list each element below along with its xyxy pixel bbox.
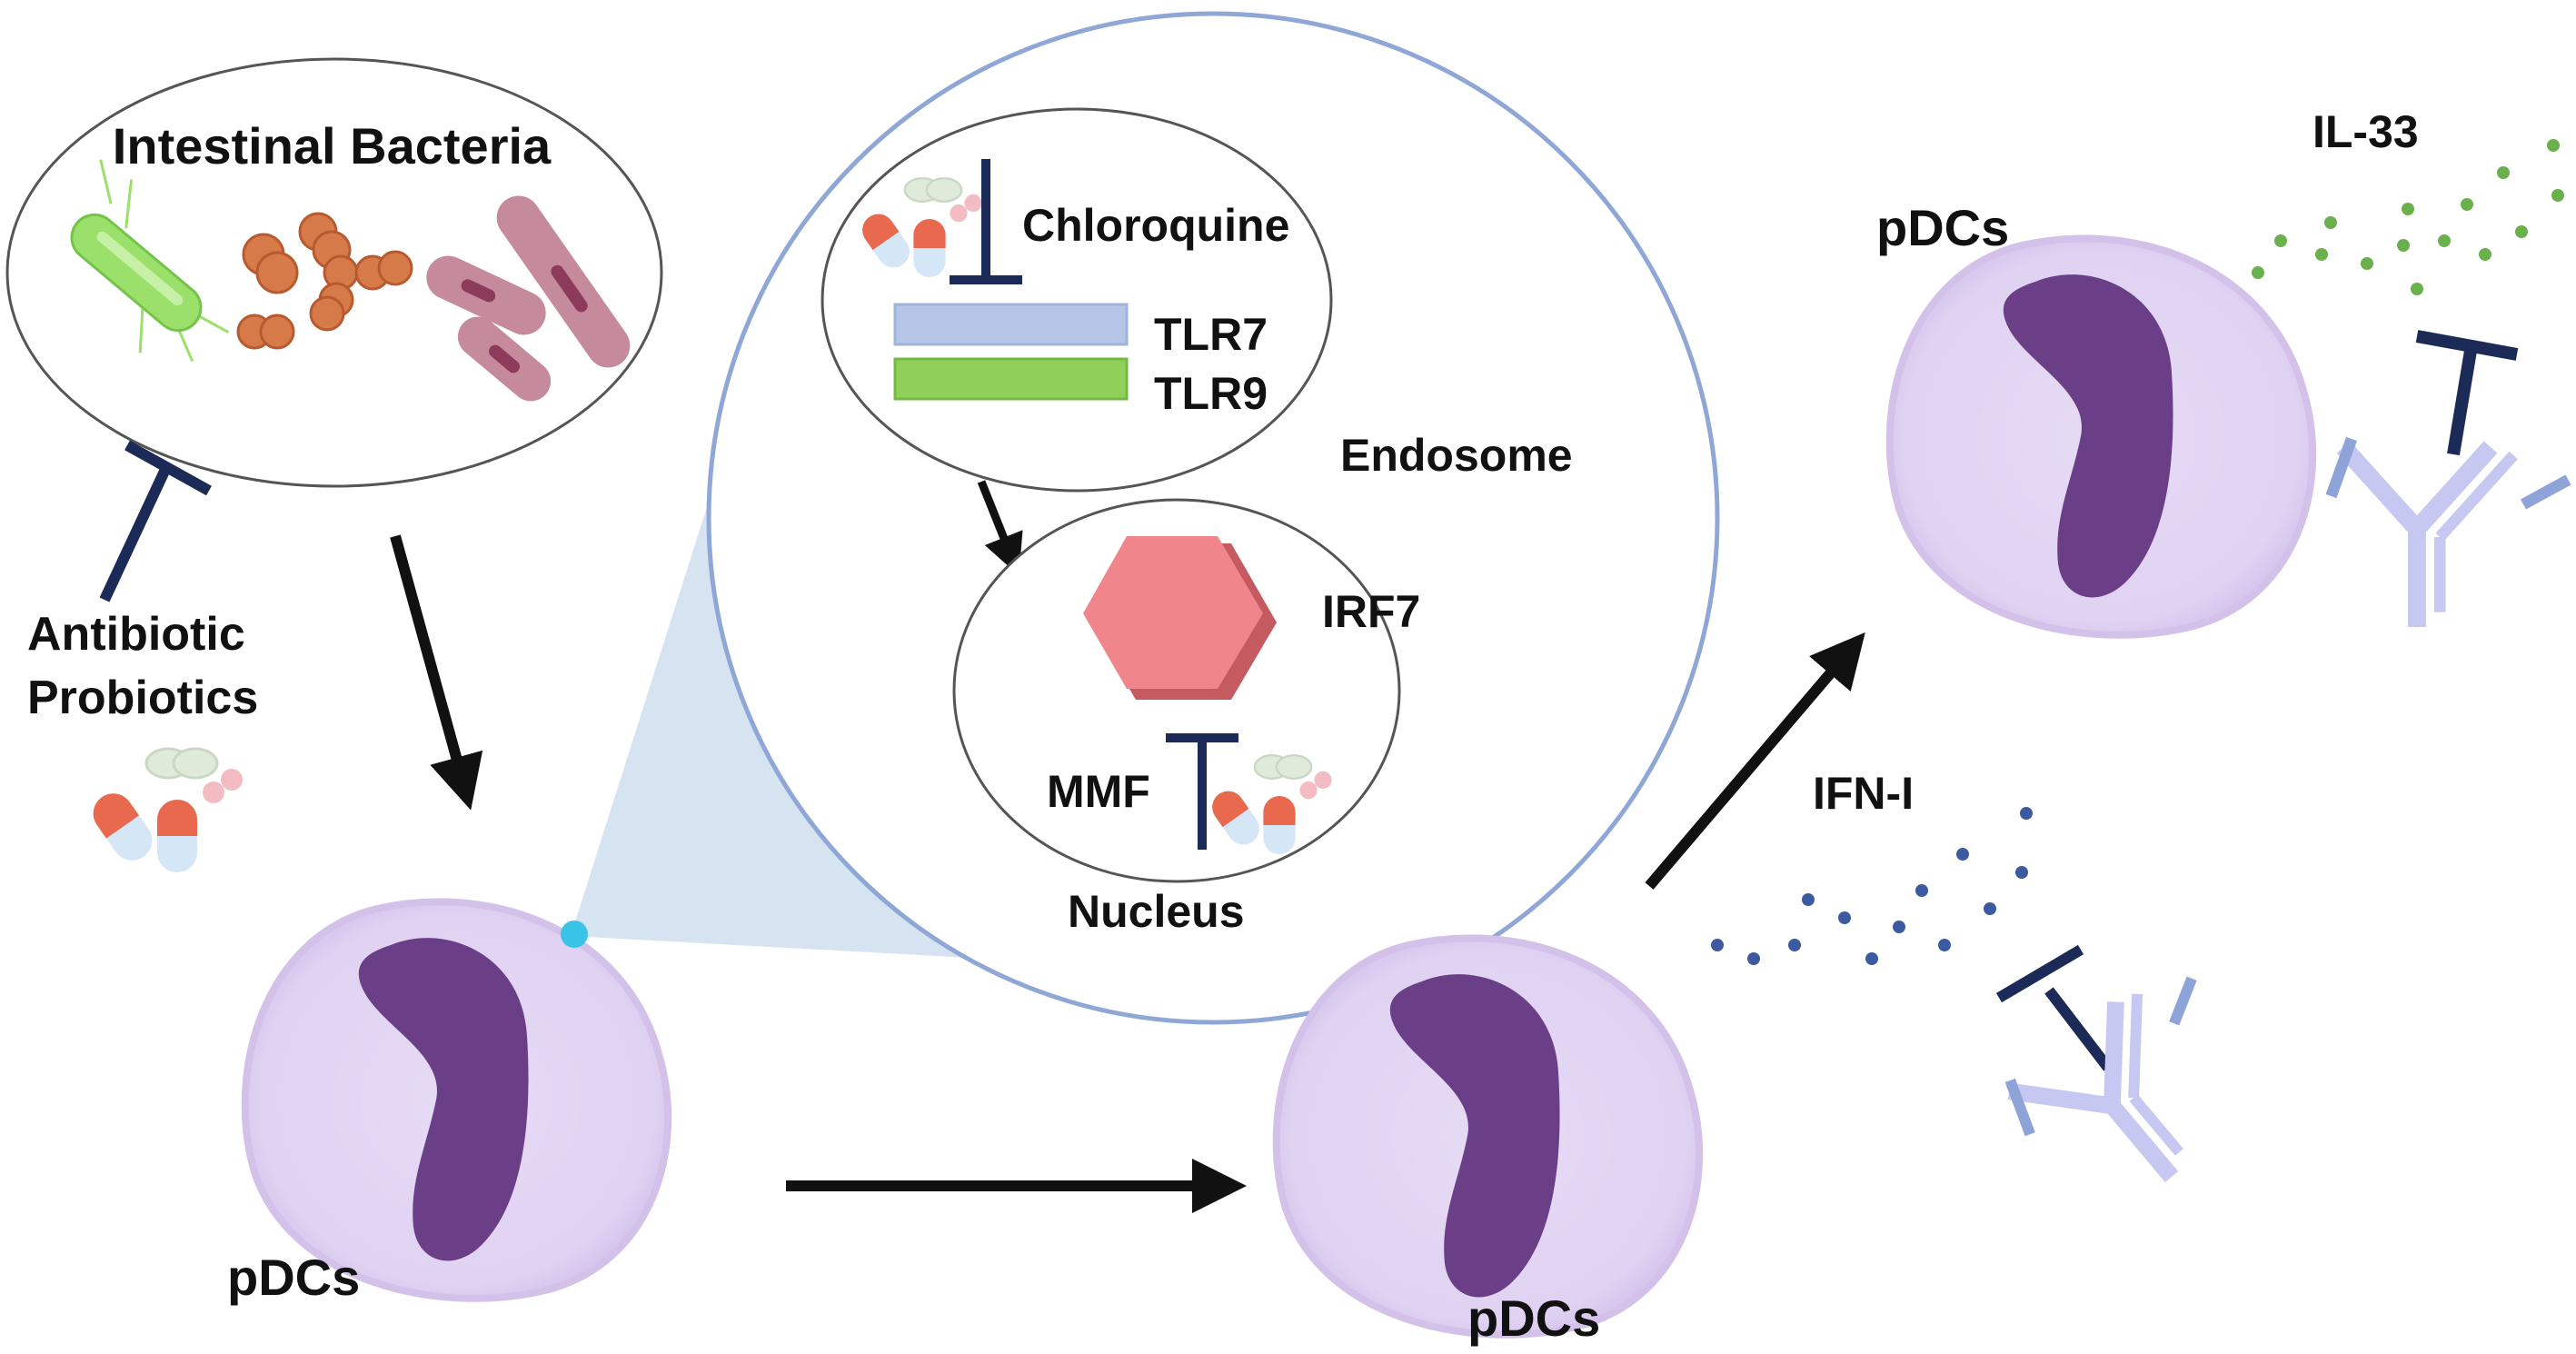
ifn-i-dots (1711, 807, 2033, 965)
il-33-dots (2252, 139, 2564, 295)
pdcs-top-right-label: pDCs (1876, 199, 2009, 256)
mmf-label: MMF (1047, 766, 1150, 817)
inhibition-t-bar-head (1995, 944, 2084, 1003)
zoom-point (561, 921, 588, 948)
pdcs-middle-label: pDCs (1467, 1289, 1600, 1347)
activation-arrow-icon (1645, 632, 1865, 890)
endosome-ellipse (821, 107, 1333, 493)
pdc-cell-top-right (1890, 238, 2312, 634)
antibody-icon (1995, 949, 2281, 1229)
irf7-label: IRF7 (1322, 586, 1420, 637)
rod-bacteria-icon (426, 195, 631, 402)
pdcs-left-label: pDCs (227, 1249, 360, 1306)
endosome-label: Endosome (1340, 430, 1573, 481)
inhibition-t-bar-head (124, 440, 212, 496)
antibiotic-inhibition: Antibiotic Probiotics (27, 440, 258, 874)
intestinal-bacteria-label: Intestinal Bacteria (113, 117, 552, 174)
bacteria-icon (70, 159, 230, 363)
activation-arrow-icon (390, 534, 483, 811)
tlr7-label: TLR7 (1154, 309, 1268, 360)
tlr9-bar (893, 357, 1129, 401)
cocci-bacteria-icon (236, 212, 413, 350)
intestinal-bacteria-group: Intestinal Bacteria (5, 57, 663, 488)
inhibition-t-bar-icon (99, 461, 174, 602)
hexagon-icon (1083, 536, 1277, 700)
pdc-cell-middle (1277, 938, 1699, 1334)
nucleus-label: Nucleus (1068, 886, 1245, 937)
il-33-label: IL-33 (2312, 106, 2419, 157)
antibody-icon (2332, 439, 2569, 627)
probiotics-label: Probiotics (27, 672, 258, 724)
activation-arrow-icon (977, 480, 1023, 576)
tlr9-label: TLR9 (1154, 368, 1268, 419)
endosome-inset: Chloroquine TLR7 TLR9 Endosome IRF7 MMF … (706, 11, 1720, 1025)
inhibition-t-bar-icon (2044, 987, 2113, 1071)
chloroquine-label: Chloroquine (1022, 200, 1289, 251)
antibiotic-label: Antibiotic (27, 608, 245, 661)
tlr7-bar (893, 303, 1129, 346)
pill-capsule-icon (84, 747, 244, 874)
inhibition-t-bar-icon (2447, 343, 2478, 456)
inhibition-t-bar-head (2415, 330, 2519, 361)
pdc-cell-left (245, 901, 668, 1298)
ifn-i-label: IFN-I (1813, 768, 1914, 819)
